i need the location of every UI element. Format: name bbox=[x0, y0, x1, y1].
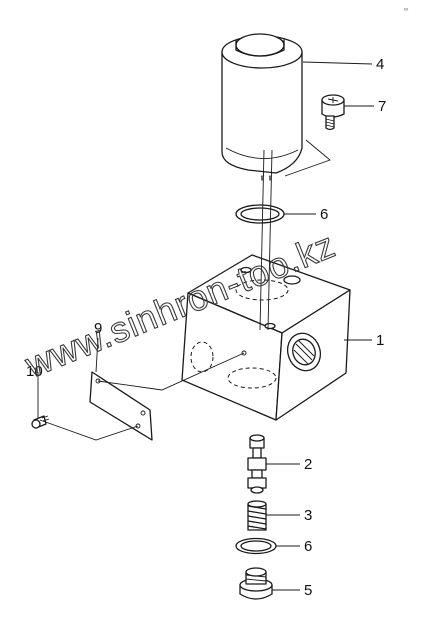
label-part-9: 9 bbox=[94, 320, 102, 337]
cap-screw bbox=[321, 94, 345, 131]
label-part-1: 1 bbox=[376, 332, 384, 349]
label-part-2: 2 bbox=[304, 456, 312, 473]
lower-o-ring bbox=[235, 537, 277, 555]
solenoid-coil bbox=[221, 33, 303, 181]
label-part-8: 7 bbox=[378, 98, 386, 115]
label-part-5: 5 bbox=[304, 582, 312, 599]
plug bbox=[239, 567, 273, 600]
part-labels: 4 7 6 1 2 3 6 5 9 10 bbox=[26, 56, 386, 599]
valve-body bbox=[181, 254, 351, 421]
label-part-4: 4 bbox=[376, 56, 384, 73]
center-lines bbox=[39, 139, 331, 441]
screw bbox=[31, 415, 50, 429]
corner-mark: ₑₓ bbox=[404, 6, 408, 12]
cover-plate bbox=[89, 371, 153, 441]
spring bbox=[247, 500, 267, 531]
label-part-10: 10 bbox=[26, 363, 43, 380]
label-part-6: 6 bbox=[304, 538, 312, 555]
valve-spool bbox=[247, 434, 267, 494]
upper-o-ring bbox=[235, 204, 285, 224]
label-part-7: 6 bbox=[320, 206, 328, 223]
label-part-3: 3 bbox=[304, 507, 312, 524]
leader-lines bbox=[37, 61, 374, 591]
